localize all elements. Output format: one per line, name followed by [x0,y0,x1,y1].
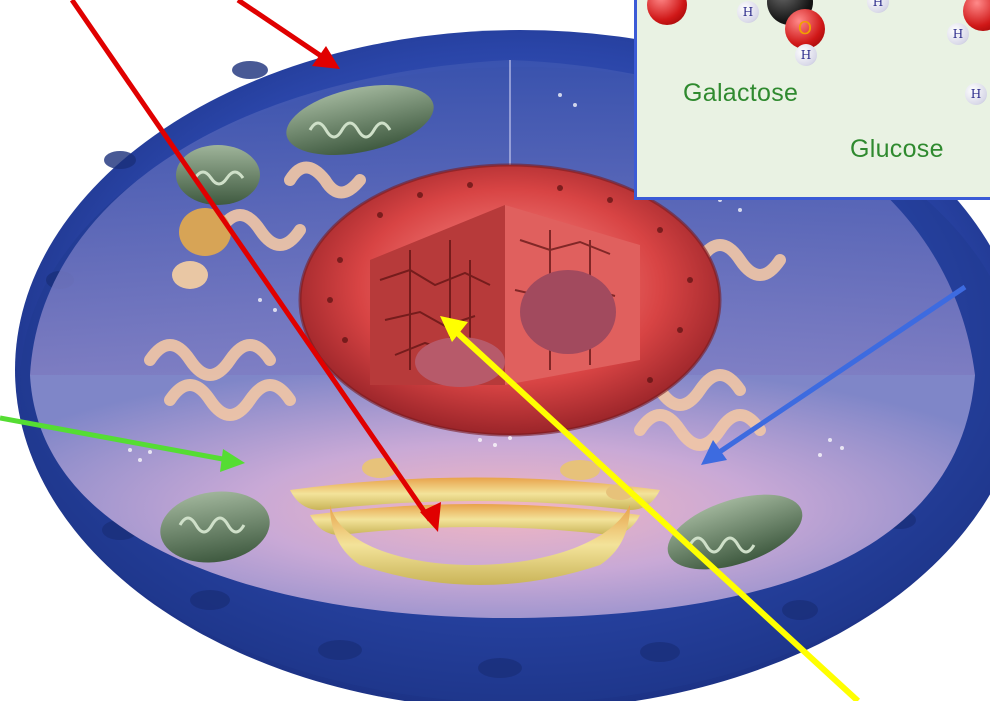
vesicle [172,261,208,289]
oxygen-atom: O [785,9,825,49]
hydrogen-atom: H [947,23,969,45]
nucleolus [520,270,616,354]
oxygen-atom [647,0,687,25]
lysosome [179,208,231,256]
hydrogen-atom: H [795,44,817,66]
hydrogen-atom: H [867,0,889,13]
sugar-inset: H O H H H H Galactose Glucose [634,0,990,200]
mitochondrion-upper-left [176,145,260,205]
red-arrow-membrane [238,0,330,62]
hydrogen-atom: H [965,83,987,105]
glucose-label: Glucose [850,135,944,164]
hydrogen-atom: H [737,1,759,23]
galactose-label: Galactose [683,79,798,108]
oxygen-atom [963,0,990,31]
